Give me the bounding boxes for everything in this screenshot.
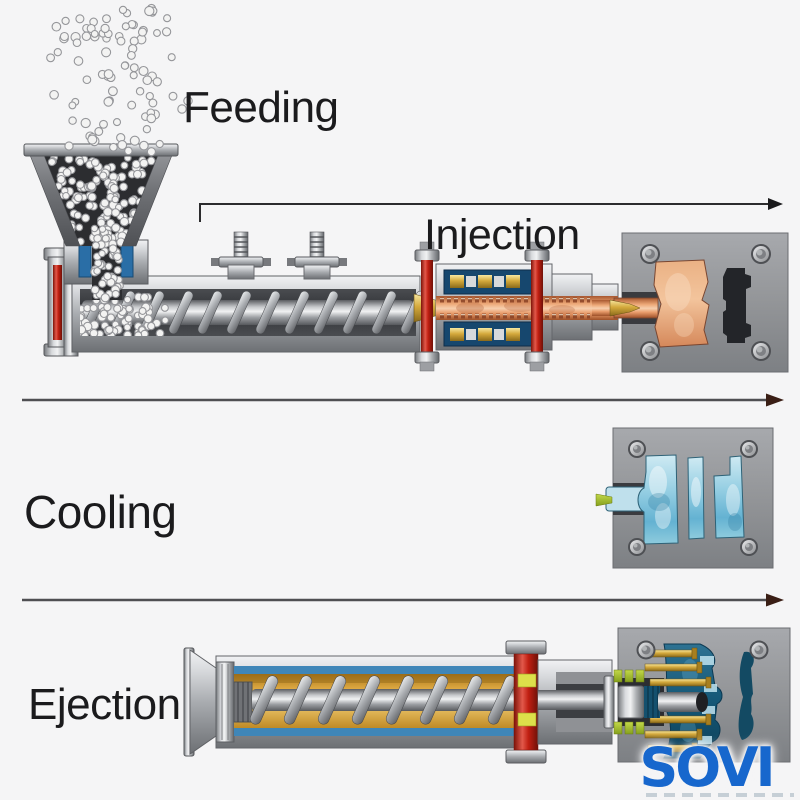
hopper bbox=[23, 143, 179, 305]
hopper-seal-left bbox=[78, 244, 92, 278]
barrel-stud bbox=[211, 231, 271, 280]
heater-unit bbox=[435, 263, 619, 351]
washer bbox=[603, 675, 615, 729]
pellets-in-barrel bbox=[80, 302, 169, 336]
seal-yellow-bottom bbox=[517, 712, 537, 727]
stage-label-feeding: Feeding bbox=[183, 83, 339, 132]
ejector-pins bbox=[644, 647, 712, 755]
arrowhead-icon bbox=[768, 198, 783, 210]
pellets-in-throat bbox=[90, 240, 124, 305]
ejector-rod-shaft bbox=[538, 690, 612, 710]
logo-tagline-partial bbox=[646, 793, 794, 797]
screw-flights bbox=[249, 675, 517, 725]
flange-cap-bottom bbox=[505, 749, 547, 764]
nozzle-torpedo bbox=[609, 299, 641, 317]
flow-arrow-cooling-to-ejection bbox=[22, 593, 784, 607]
ejection-machine bbox=[183, 640, 615, 764]
ejector-rod bbox=[658, 692, 702, 712]
arrowhead-icon bbox=[766, 593, 784, 607]
rod-tip bbox=[696, 692, 708, 712]
flange-red bbox=[513, 653, 539, 751]
stage-label-cooling: Cooling bbox=[24, 486, 177, 538]
sprue-pin bbox=[595, 493, 613, 507]
seal-yellow-top bbox=[517, 673, 537, 688]
heater-tie-rod bbox=[414, 241, 440, 372]
stage-label-ejection: Ejection bbox=[28, 680, 181, 729]
cavity-filled-copper bbox=[653, 259, 710, 348]
flow-arrow-feeding-to-injection bbox=[199, 198, 783, 222]
pellet-cloud bbox=[46, 3, 193, 157]
cooling-cavity-3 bbox=[713, 455, 745, 539]
brand-logo: SOVI bbox=[639, 736, 775, 799]
ejector-nut bbox=[617, 685, 645, 719]
injection-machine bbox=[23, 3, 619, 372]
lining-top bbox=[234, 666, 514, 674]
stage-label-injection: Injection bbox=[424, 211, 580, 259]
pellets-in-hopper bbox=[47, 156, 156, 249]
lining-bottom bbox=[234, 728, 514, 736]
cooling-cavity-2 bbox=[687, 456, 705, 540]
hopper-seal-right bbox=[120, 244, 134, 278]
cooling-cavity-1 bbox=[637, 454, 679, 545]
piston-cone bbox=[189, 649, 217, 755]
cavity-empty bbox=[738, 651, 754, 740]
mold-bolt-holes bbox=[628, 244, 771, 660]
arrowhead-icon bbox=[766, 393, 784, 407]
cavity-empty bbox=[723, 268, 751, 343]
collar bbox=[215, 661, 235, 743]
flange-cap-top bbox=[505, 640, 547, 655]
flow-arrow-injection-to-cooling bbox=[22, 393, 784, 407]
barrel-stud-2 bbox=[286, 231, 348, 280]
